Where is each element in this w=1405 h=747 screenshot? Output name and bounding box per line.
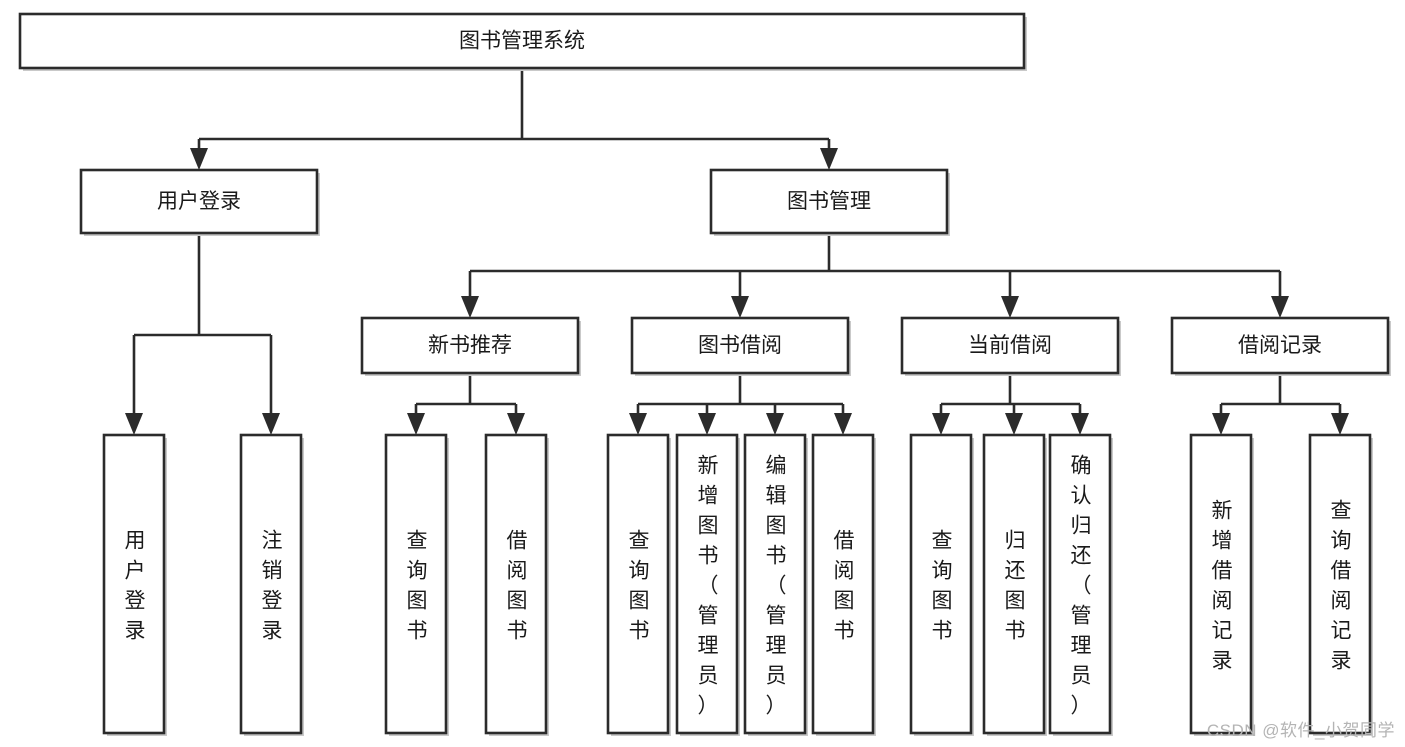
node-box-leaf-query-book-current[interactable] (909, 433, 973, 735)
arrow-current-borrow (1001, 296, 1019, 318)
arrow-leaf-user-login (125, 413, 143, 435)
node-leaf-query-book-recommend[interactable]: 查询图书 (384, 433, 449, 736)
connectors-layer (125, 68, 1349, 435)
node-book-borrow[interactable]: 图书借阅 (630, 316, 851, 376)
node-box-leaf-query-borrow-record[interactable] (1308, 433, 1372, 735)
arrow-user-login (190, 148, 208, 170)
node-box-root[interactable] (18, 12, 1026, 70)
node-label-root: 图书管理系统 (459, 30, 585, 53)
arrow-book-borrow (731, 296, 749, 318)
arrow-leaf-query-borrow-record (1331, 413, 1349, 435)
node-leaf-query-book-current[interactable]: 查询图书 (909, 433, 974, 736)
node-label-borrow-records: 借阅记录 (1238, 334, 1322, 357)
arrow-leaf-query-book-borrow (629, 413, 647, 435)
node-box-current-borrow[interactable] (900, 316, 1120, 375)
node-box-user-login[interactable] (79, 168, 319, 235)
node-leaf-edit-book-admin[interactable]: 编辑图书（管理员） (743, 433, 808, 736)
node-root[interactable]: 图书管理系统 (18, 12, 1027, 71)
node-leaf-query-book-borrow[interactable]: 查询图书 (606, 433, 671, 736)
node-label-leaf-borrow-book-recommend: 借阅图书 (507, 529, 528, 642)
arrow-leaf-confirm-return-admin (1071, 413, 1089, 435)
node-new-book-recommend[interactable]: 新书推荐 (360, 316, 581, 376)
node-box-leaf-query-book-recommend[interactable] (384, 433, 448, 735)
arrow-leaf-borrow-book-recommend (507, 413, 525, 435)
node-box-leaf-borrow-book[interactable] (811, 433, 875, 735)
node-leaf-query-borrow-record[interactable]: 查询借阅记录 (1308, 433, 1373, 736)
node-leaf-user-login[interactable]: 用户登录 (102, 433, 167, 736)
arrow-leaf-query-book-current (932, 413, 950, 435)
node-borrow-records[interactable]: 借阅记录 (1170, 316, 1391, 376)
node-label-book-management: 图书管理 (787, 190, 871, 213)
arrow-new-book-recommend (461, 296, 479, 318)
arrow-borrow-records (1271, 296, 1289, 318)
node-box-leaf-logout-login[interactable] (239, 433, 303, 735)
arrow-leaf-edit-book-admin (766, 413, 784, 435)
node-leaf-borrow-book-recommend[interactable]: 借阅图书 (484, 433, 549, 736)
arrow-book-management (820, 148, 838, 170)
node-box-leaf-user-login[interactable] (102, 433, 166, 735)
node-label-leaf-user-login: 用户登录 (125, 529, 146, 642)
node-label-leaf-query-borrow-record: 查询借阅记录 (1331, 499, 1352, 672)
node-label-leaf-return-book: 归还图书 (1005, 529, 1026, 642)
node-leaf-add-book-admin[interactable]: 新增图书（管理员） (675, 433, 740, 736)
node-label-leaf-add-borrow-record: 新增借阅记录 (1212, 499, 1233, 672)
node-label-current-borrow: 当前借阅 (968, 334, 1052, 357)
node-book-management[interactable]: 图书管理 (709, 168, 950, 236)
arrow-leaf-logout-login (262, 413, 280, 435)
node-box-book-borrow[interactable] (630, 316, 850, 375)
arrow-leaf-return-book (1005, 413, 1023, 435)
node-label-leaf-query-book-recommend: 查询图书 (407, 529, 428, 642)
node-box-borrow-records[interactable] (1170, 316, 1390, 375)
node-label-leaf-borrow-book: 借阅图书 (834, 529, 855, 642)
node-label-leaf-query-book-borrow: 查询图书 (629, 529, 650, 642)
node-leaf-confirm-return-admin[interactable]: 确认归还（管理员） (1048, 433, 1113, 736)
arrow-leaf-add-borrow-record (1212, 413, 1230, 435)
node-label-book-borrow: 图书借阅 (698, 334, 782, 357)
node-box-leaf-borrow-book-recommend[interactable] (484, 433, 548, 735)
node-current-borrow[interactable]: 当前借阅 (900, 316, 1121, 376)
node-label-leaf-confirm-return-admin: 确认归还（管理员） (1071, 454, 1092, 717)
arrow-leaf-query-book-recommend (407, 413, 425, 435)
node-box-leaf-confirm-return-admin[interactable] (1048, 433, 1112, 735)
node-box-leaf-add-borrow-record[interactable] (1189, 433, 1253, 735)
node-label-new-book-recommend: 新书推荐 (428, 334, 512, 357)
node-label-leaf-logout-login: 注销登录 (262, 529, 283, 642)
arrow-leaf-borrow-book (834, 413, 852, 435)
node-leaf-borrow-book[interactable]: 借阅图书 (811, 433, 876, 736)
node-label-leaf-query-book-current: 查询图书 (932, 529, 953, 642)
node-label-leaf-add-book-admin: 新增图书（管理员） (698, 454, 719, 717)
node-box-new-book-recommend[interactable] (360, 316, 580, 375)
node-box-leaf-add-book-admin[interactable] (675, 433, 739, 735)
node-box-leaf-edit-book-admin[interactable] (743, 433, 807, 735)
watermark-label: CSDN @软件_小贺同学 (1206, 721, 1395, 740)
node-box-book-management[interactable] (709, 168, 949, 235)
node-box-leaf-return-book[interactable] (982, 433, 1046, 735)
node-label-user-login: 用户登录 (157, 190, 241, 213)
node-label-leaf-edit-book-admin: 编辑图书（管理员） (766, 454, 787, 717)
node-leaf-logout-login[interactable]: 注销登录 (239, 433, 304, 736)
node-leaf-add-borrow-record[interactable]: 新增借阅记录 (1189, 433, 1254, 736)
arrow-leaf-add-book-admin (698, 413, 716, 435)
node-box-leaf-query-book-borrow[interactable] (606, 433, 670, 735)
nodes-layer: 图书管理系统用户登录图书管理新书推荐图书借阅当前借阅借阅记录用户登录注销登录查询… (18, 12, 1391, 736)
node-leaf-return-book[interactable]: 归还图书 (982, 433, 1047, 736)
node-user-login[interactable]: 用户登录 (79, 168, 320, 236)
